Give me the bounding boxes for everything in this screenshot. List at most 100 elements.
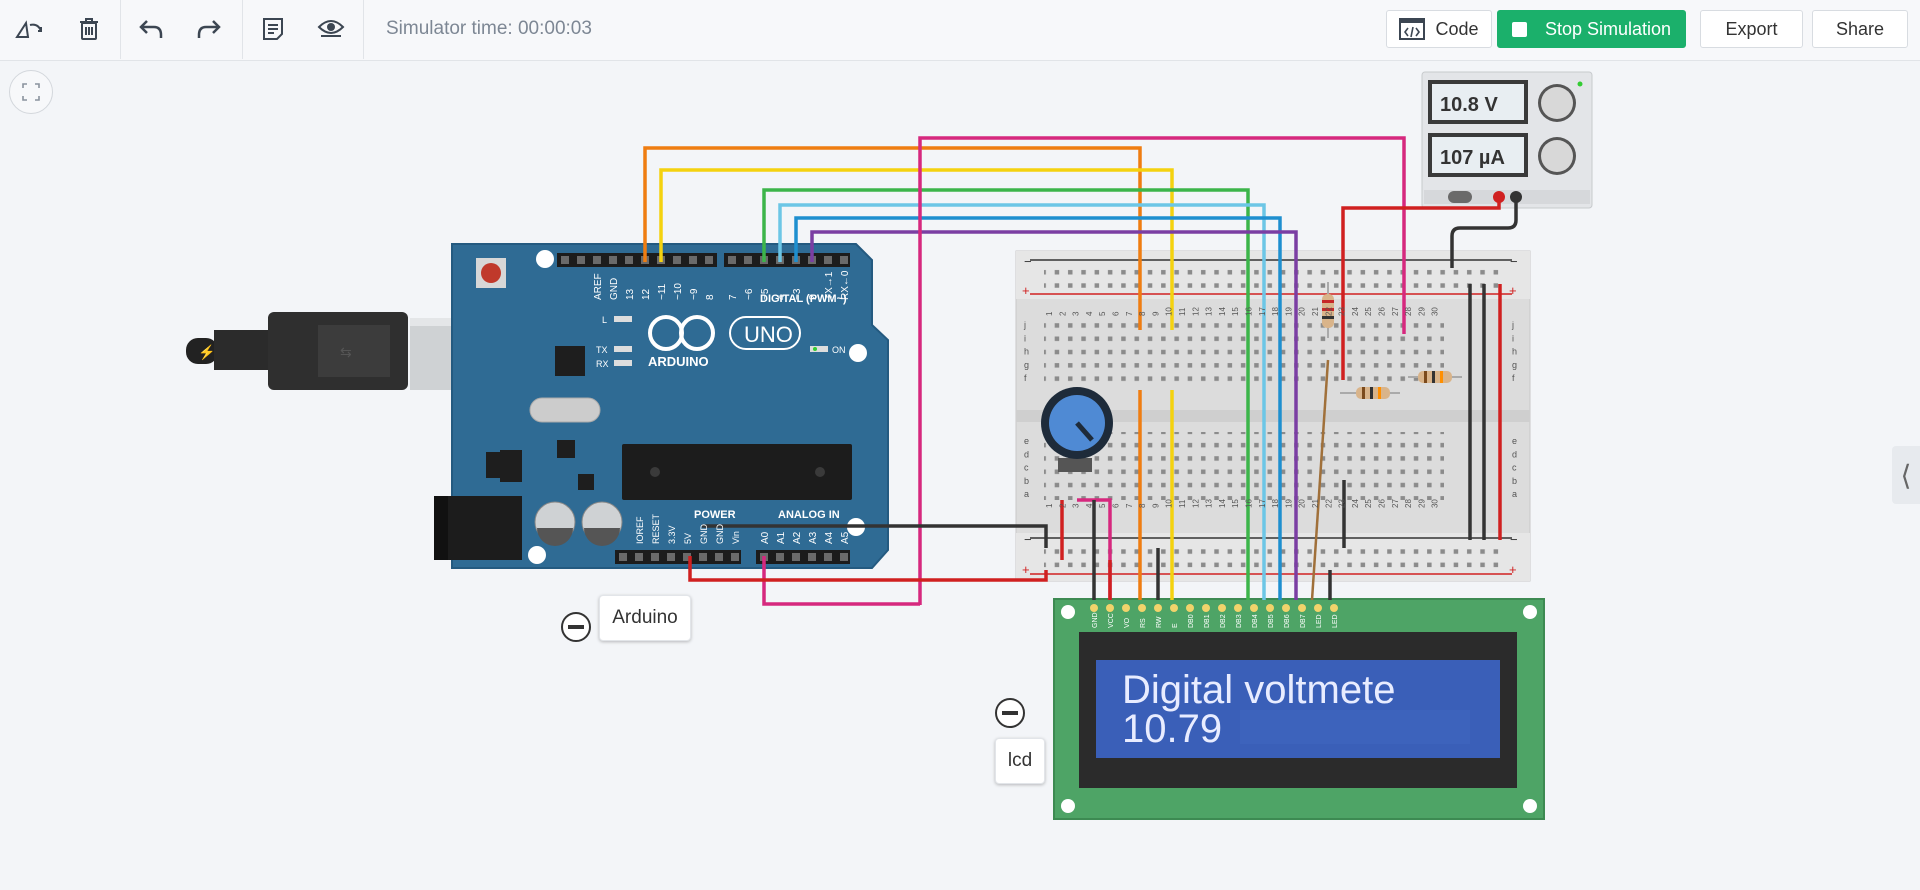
breadboard-column-label: 1	[1045, 503, 1054, 508]
breadboard-row-label: d	[1512, 449, 1517, 459]
wire-red	[1060, 500, 1112, 600]
digital-pin-label: 7	[728, 294, 739, 300]
chevron-left-icon: ⟨	[1900, 459, 1912, 491]
undo-icon	[139, 20, 163, 38]
breadboard-column-label: 7	[1125, 503, 1134, 508]
lcd-pin-label: DB0	[1188, 614, 1195, 628]
breadboard-row-label: a	[1024, 489, 1029, 499]
lcd-label[interactable]: lcd	[995, 738, 1045, 784]
potentiometer[interactable]	[1041, 387, 1113, 472]
fit-view-icon	[22, 83, 40, 101]
breadboard-column-label: 1	[1045, 311, 1054, 316]
resistor[interactable]	[1340, 387, 1400, 399]
trash-icon	[80, 18, 98, 40]
breadboard-column-label: 14	[1218, 499, 1227, 508]
svg-text:+: +	[1022, 562, 1030, 577]
wire-magenta	[918, 136, 1406, 605]
breadboard-row-label: h	[1024, 347, 1029, 357]
breadboard[interactable]: − + − + − + − +	[1015, 250, 1531, 582]
lcd-module[interactable]: Digital voltmete 10.79	[1053, 598, 1545, 820]
lcd-pin-label: DB6	[1284, 614, 1291, 628]
power-supply[interactable]: 10.8 V 107 µA	[1421, 71, 1593, 209]
arduino-label[interactable]: Arduino	[599, 595, 691, 641]
breadboard-column-label: 11	[1178, 307, 1187, 316]
delete-button[interactable]	[60, 0, 118, 58]
analog-pin-label: A0	[760, 531, 771, 544]
lcd-pin-label: DB4	[1252, 614, 1259, 628]
breadboard-row-label: j	[1511, 320, 1514, 330]
stop-simulation-button[interactable]: Stop Simulation	[1497, 10, 1686, 48]
analog-pin-label: A3	[808, 531, 819, 544]
digital-pin-label: 13	[625, 288, 636, 300]
breadboard-row-label: f	[1024, 373, 1027, 383]
breadboard-column-label: 23	[1338, 307, 1347, 316]
visibility-button[interactable]	[302, 0, 360, 58]
lcd-pin-label: LED	[1316, 614, 1323, 628]
analog-pin-label: A1	[776, 531, 787, 544]
on-label: ON	[832, 345, 846, 355]
toolbar-divider	[363, 0, 364, 59]
wire-purple	[810, 230, 1298, 600]
stop-label: Stop Simulation	[1544, 18, 1672, 39]
digital-pin-label: AREF	[593, 273, 604, 300]
resistor[interactable]	[1408, 371, 1462, 383]
wire-red	[1341, 196, 1501, 380]
digital-pin-label: TX→1	[824, 271, 835, 300]
power-pin-label: GND	[699, 524, 709, 545]
breadboard-row-label: j	[1023, 320, 1026, 330]
breadboard-column-label: 23	[1338, 499, 1347, 508]
lcd-pin-label: DB2	[1220, 614, 1227, 628]
wire-blue	[794, 216, 1282, 600]
code-button[interactable]: Code	[1386, 10, 1492, 48]
breadboard-column-label: 30	[1431, 307, 1440, 316]
collapse-arduino-button[interactable]	[561, 612, 591, 642]
digital-pin-label: RX←0	[840, 270, 851, 300]
power-pin-label: RESET	[651, 513, 661, 544]
lcd-pin-label: DB1	[1204, 614, 1211, 628]
side-panel-toggle[interactable]: ⟨	[1892, 446, 1920, 504]
breadboard-column-label: 6	[1112, 503, 1121, 508]
breadboard-row-label: g	[1024, 360, 1029, 370]
share-button[interactable]: Share	[1812, 10, 1908, 48]
wire-lightblue	[778, 203, 1266, 600]
lcd-line-2: 10.79	[1122, 707, 1222, 751]
breadboard-column-label: 5	[1098, 311, 1107, 316]
svg-text:+: +	[1022, 283, 1030, 298]
digital-pin-label: ~10	[673, 283, 684, 300]
export-button[interactable]: Export	[1700, 10, 1803, 48]
wires[interactable]	[643, 136, 1518, 606]
breadboard-column-label: 8	[1138, 311, 1147, 316]
power-pin-label: IOREF	[635, 516, 645, 544]
undo-button[interactable]	[122, 0, 180, 58]
breadboard-column-label: 4	[1085, 503, 1094, 508]
breadboard-row-label: b	[1024, 476, 1029, 486]
power-pin-label: 3.3V	[667, 525, 677, 544]
breadboard-column-label: 12	[1191, 307, 1200, 316]
digital-pin-label: ~9	[689, 288, 700, 300]
lcd-pin-label: RW	[1156, 616, 1163, 628]
notes-button[interactable]	[244, 0, 302, 58]
power-pin-label: GND	[715, 524, 725, 545]
breadboard-column-label: 15	[1231, 307, 1240, 316]
breadboard-column-label: 20	[1298, 307, 1307, 316]
lcd-line-1: Digital voltmete	[1122, 668, 1395, 712]
breadboard-column-label: 12	[1191, 499, 1200, 508]
breadboard-column-label: 21	[1311, 499, 1320, 508]
digital-pin-label: ~5	[760, 288, 771, 300]
breadboard-column-label: 25	[1364, 307, 1373, 316]
rotate-button[interactable]	[0, 0, 58, 58]
breadboard-column-label: 16	[1245, 307, 1254, 316]
breadboard-row-label: e	[1512, 436, 1517, 446]
resistor[interactable]	[1322, 282, 1334, 338]
digital-pin-label: ~3	[792, 288, 803, 300]
collapse-lcd-button[interactable]	[995, 698, 1025, 728]
redo-button[interactable]	[180, 0, 238, 58]
fit-view-button[interactable]	[9, 70, 53, 114]
wire-black	[1468, 284, 1486, 540]
breadboard-row-label: h	[1512, 347, 1517, 357]
analog-pin-label: A4	[824, 531, 835, 544]
breadboard-column-label: 2	[1058, 311, 1067, 316]
arduino-board[interactable]: DIGITAL (PWM~) ARDUINO UNO L TX RX ON	[434, 243, 889, 569]
breadboard-column-label: 4	[1085, 311, 1094, 316]
lcd-pin-label: GND	[1092, 612, 1099, 628]
